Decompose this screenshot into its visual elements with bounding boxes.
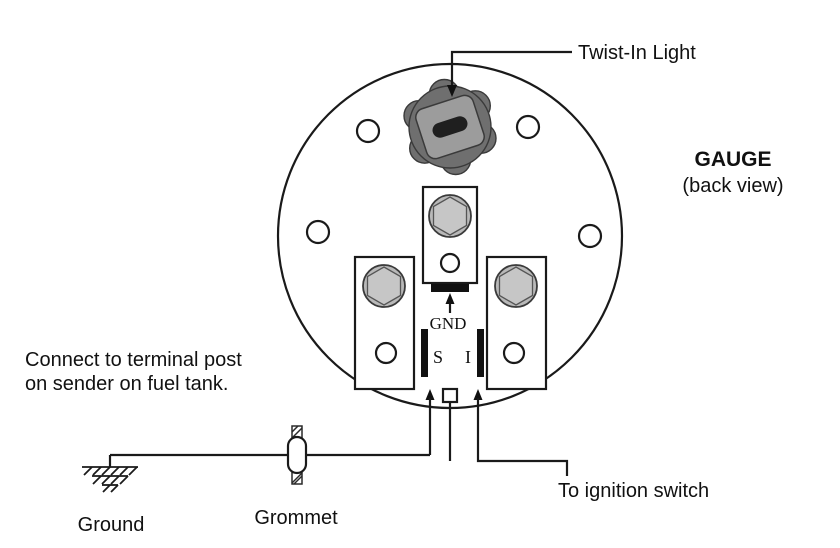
gnd-arrow [445,293,455,313]
twist-in-light-socket [403,78,497,176]
s-label: S [433,347,443,367]
gauge-subtitle: (back view) [682,175,783,197]
terminal-hole [439,252,461,274]
i-label: I [465,347,471,367]
mounting-hole [355,118,381,144]
mounting-hole [305,219,331,245]
ground-symbol [82,466,138,493]
gauge-title: GAUGE [694,148,771,171]
mounting-hole [577,223,603,249]
terminal-hole [374,341,398,365]
right-terminal-post [485,255,548,391]
arrow-up-icon [473,389,483,400]
ground-label: Ground [78,514,145,536]
arrow-up-icon [445,293,455,304]
gnd-label: GND [430,314,467,333]
twist-in-light-callout [447,50,572,97]
mounting-hole [515,114,541,140]
arrow-down-icon [447,85,457,97]
grommet-label: Grommet [254,507,338,529]
socket-slot [432,116,468,138]
sender-note-line1: Connect to terminal post [25,349,242,371]
nut-hex [498,266,534,306]
twist-in-light-label: Twist-In Light [578,42,696,64]
center-tab [441,387,459,404]
sender-wire [108,389,435,467]
ignition-label: To ignition switch [558,480,709,502]
grommet [286,425,308,485]
nut-hex [366,266,402,306]
mounting-holes [305,114,603,249]
nut-hex [432,196,468,236]
gnd-contact-bar [431,284,469,292]
grommet-body [286,435,308,475]
arrow-up-icon [425,389,435,400]
i-contact-bar [477,329,484,377]
left-terminal-post [353,255,416,391]
center-terminal-post [421,185,479,292]
ignition-wire [473,389,569,476]
terminal-hole [502,341,526,365]
s-contact-bar [421,329,428,377]
sender-note-line2: on sender on fuel tank. [25,373,228,395]
